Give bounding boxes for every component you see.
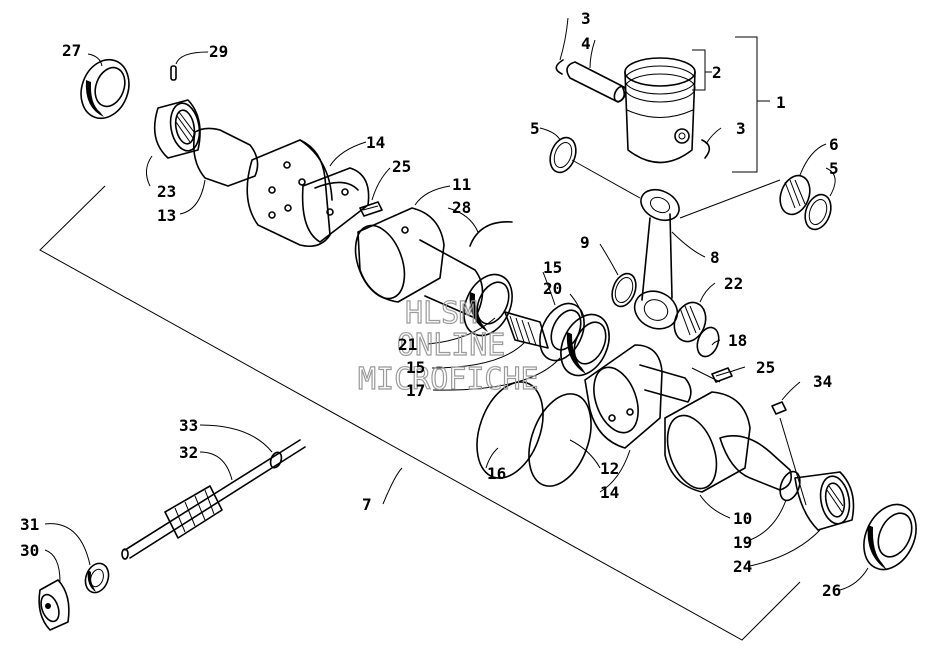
ring-part-19 xyxy=(779,470,801,502)
crank-half-part-10 xyxy=(664,391,793,493)
callout-25a: 25 xyxy=(392,157,411,176)
callout-5a: 5 xyxy=(530,119,540,138)
callout-26: 26 xyxy=(822,581,841,600)
nut-part-30 xyxy=(38,579,70,631)
crank-web-part-12 xyxy=(584,344,692,449)
callout-32: 32 xyxy=(179,443,198,462)
callout-17: 17 xyxy=(406,381,425,400)
svg-text:MICROFICHE: MICROFICHE xyxy=(358,362,539,397)
seal-part-27 xyxy=(80,58,130,120)
bearing-part-31 xyxy=(84,562,110,594)
callout-22: 22 xyxy=(724,274,743,293)
bearing-part-21 xyxy=(463,273,513,337)
assembly-bracket-7 xyxy=(39,185,801,641)
callout-19: 19 xyxy=(733,533,752,552)
leader-lines xyxy=(44,17,869,591)
ring-part-9 xyxy=(611,272,637,308)
bearing-part-23 xyxy=(153,99,201,159)
washer-part-33 xyxy=(269,451,283,469)
bearing-part-20 xyxy=(560,313,610,377)
circlip-part-3a xyxy=(555,59,564,75)
clip-part-28 xyxy=(469,221,513,247)
spline-part-15 xyxy=(504,311,549,349)
ring-part-18 xyxy=(696,326,720,358)
snap-rings-part-16 xyxy=(476,381,592,487)
callout-30: 30 xyxy=(20,541,39,560)
piston-part-2 xyxy=(624,57,696,164)
screw-part-25-left xyxy=(359,201,383,217)
callout-5b: 5 xyxy=(829,159,839,178)
crank-web-part-14 xyxy=(301,167,370,243)
callout-11: 11 xyxy=(452,175,471,194)
washer-part-5-top xyxy=(549,136,577,174)
callout-31: 31 xyxy=(20,515,39,534)
callout-12: 12 xyxy=(600,459,619,478)
callout-8: 8 xyxy=(710,248,720,267)
callout-7: 7 xyxy=(362,495,372,514)
callout-15b: 15 xyxy=(406,358,425,377)
callout-15a: 15 xyxy=(543,258,562,277)
callout-16: 16 xyxy=(487,464,506,483)
callout-23: 23 xyxy=(157,182,176,201)
pin-part-29 xyxy=(170,65,177,81)
seal-part-15 xyxy=(539,302,585,362)
callout-3a: 3 xyxy=(581,9,591,28)
callout-21: 21 xyxy=(398,335,417,354)
callout-18: 18 xyxy=(728,331,747,350)
seal-part-26 xyxy=(863,503,917,571)
needle-bearing-part-22 xyxy=(673,301,707,343)
callout-9: 9 xyxy=(580,233,590,252)
callout-6: 6 xyxy=(829,135,839,154)
callout-10: 10 xyxy=(733,509,752,528)
wrist-pin-part-4 xyxy=(566,61,627,103)
callout-2: 2 xyxy=(712,63,722,82)
callout-20: 20 xyxy=(543,279,562,298)
svg-text:ONLINE: ONLINE xyxy=(397,328,505,363)
connecting-rod-part-8 xyxy=(633,188,680,330)
svg-text:HLSM: HLSM xyxy=(405,296,477,331)
washer-part-5-right xyxy=(804,193,832,231)
needle-bearing-part-6 xyxy=(779,174,811,216)
callout-34: 34 xyxy=(813,372,832,391)
callout-13: 13 xyxy=(157,206,176,225)
callout-14a: 14 xyxy=(366,133,385,152)
callout-28: 28 xyxy=(452,198,471,217)
piston-bracket xyxy=(692,36,770,173)
callout-25b: 25 xyxy=(756,358,775,377)
callout-4: 4 xyxy=(581,34,591,53)
callout-3b: 3 xyxy=(736,119,746,138)
callout-27: 27 xyxy=(62,41,81,60)
crank-half-part-13 xyxy=(192,127,333,248)
shaft-part-32 xyxy=(121,439,306,560)
pin-lines-top xyxy=(571,159,781,219)
callout-1: 1 xyxy=(776,93,786,112)
callout-29: 29 xyxy=(209,42,228,61)
watermark: HLSM ONLINE MICROFICHE xyxy=(357,295,539,397)
callout-24: 24 xyxy=(733,557,752,576)
key-part-34 xyxy=(771,401,787,415)
callout-14b: 14 xyxy=(600,483,619,502)
circlip-part-3b xyxy=(701,139,711,159)
callout-labels: 27 29 23 13 14 25 11 28 3 4 2 1 3 5 6 5 … xyxy=(20,9,841,600)
callout-33: 33 xyxy=(179,416,198,435)
bearing-part-24 xyxy=(794,471,855,531)
